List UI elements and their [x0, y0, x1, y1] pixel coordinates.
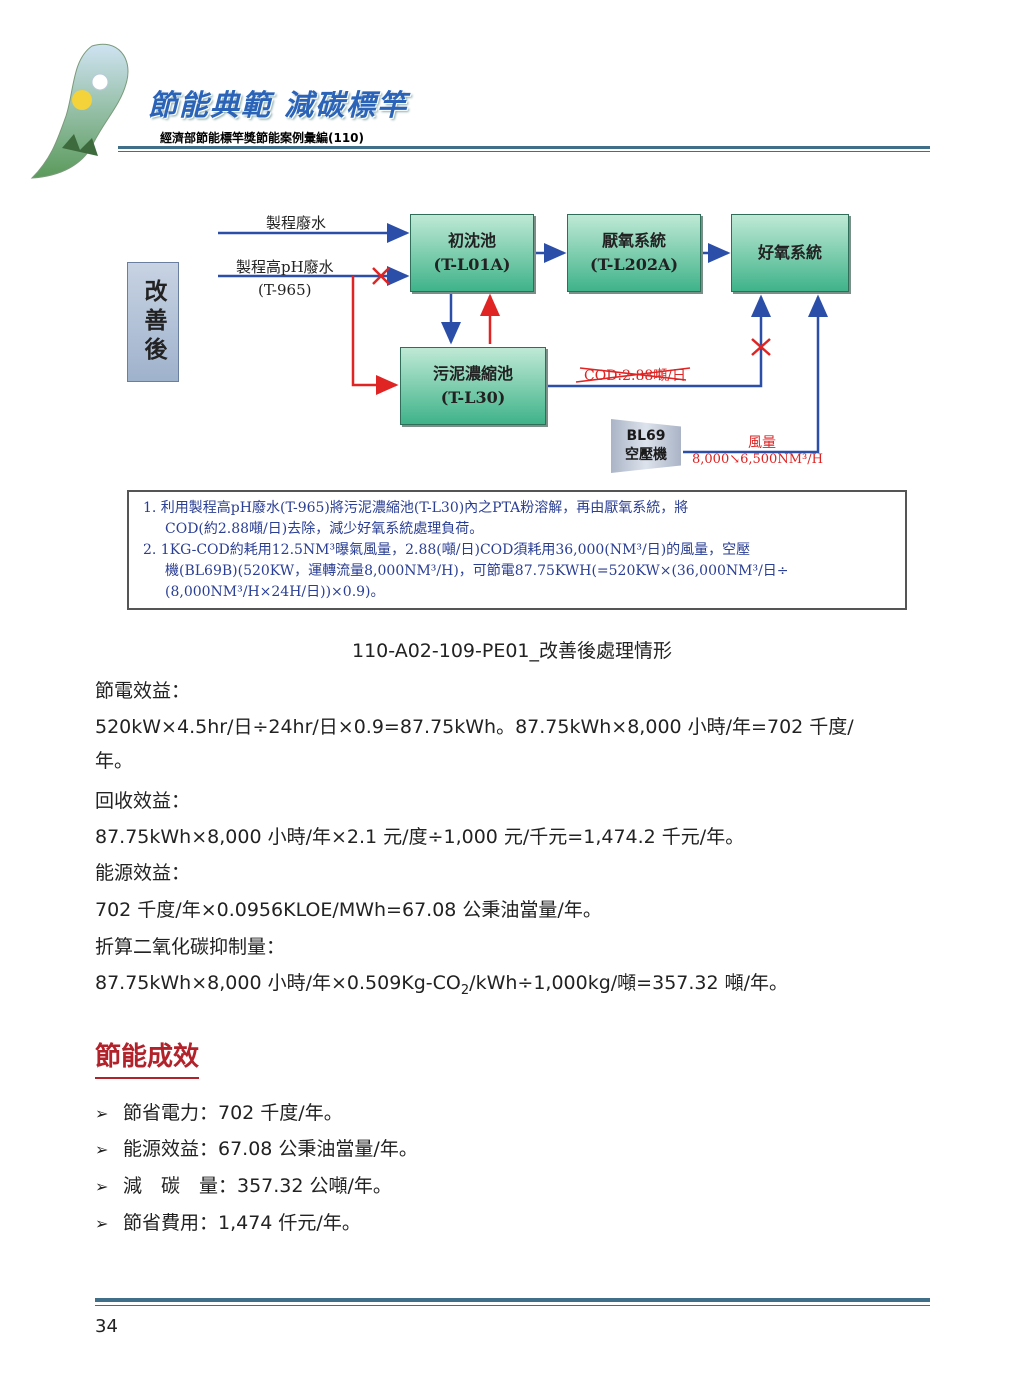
header-title: 節能典範 減碳標竿 [148, 88, 409, 122]
results-section-title: 節能成效 [95, 1036, 200, 1079]
header-rule-thin [118, 151, 930, 152]
note-line: 機(BL69B)(520KW，運轉流量8,000NM³/H)，可節電87.75K… [165, 563, 789, 579]
box-primary-tank: 初沈池 (T-L01A) [410, 214, 534, 292]
co2-line-part-b: /kWh÷1,000kg/噸=357.32 噸/年。 [469, 972, 789, 994]
label-air-flow-title: 風量 [748, 435, 776, 451]
compressor-name: 空壓機 [625, 447, 667, 463]
arrow-high-ph-to-sludge [351, 276, 399, 395]
co2-reduction-line: 87.75kWh×8,000 小時/年×0.509Kg-CO2/kWh÷1,00… [95, 968, 940, 998]
box-anaerobic-code: (T-L202A) [589, 255, 679, 274]
energy-benefit-line: 702 千度/年×0.0956KLOE/MWh=67.08 公秉油當量/年。 [95, 899, 602, 921]
after-improvement-label: 改善後 [127, 262, 179, 382]
label-air-flow-value: 8,000↘6,500NM³/H [692, 452, 823, 467]
result-item-text: 減 碳 量：357.32 公噸/年。 [123, 1175, 392, 1197]
result-item: ➢ 能源效益：67.08 公秉油當量/年。 [95, 1134, 418, 1161]
result-item-text: 節省費用：1,474 仟元/年。 [123, 1212, 361, 1234]
label-high-ph-wastewater: 製程高pH廢水 [236, 258, 334, 276]
bullet-arrow-icon: ➢ [95, 1214, 109, 1233]
result-item: ➢ 節省電力：702 千度/年。 [95, 1098, 343, 1125]
co2-reduction-title: 折算二氧化碳抑制量： [95, 936, 286, 958]
page-header: 節能典範 減碳標竿 經濟部節能標竿獎節能案例彙編(110) [0, 0, 1024, 190]
arrow-sludge-to-aerobic [546, 294, 771, 388]
bullet-arrow-icon: ➢ [95, 1177, 109, 1196]
box-aerobic-name: 好氧系統 [757, 243, 822, 262]
compressor-model: BL69 [626, 428, 666, 444]
box-primary-tank-code: (T-L01A) [433, 255, 511, 274]
block-mark-icon [751, 338, 771, 356]
cod-strike-2 [579, 367, 687, 381]
result-item-text: 節省電力：702 千度/年。 [123, 1102, 343, 1124]
box-aerobic: 好氧系統 [731, 214, 849, 292]
flow-arrows [218, 223, 828, 454]
note-line: (8,000NM³/H×24H/日))×0.9)。 [165, 584, 385, 600]
box-sludge-tank: 污泥濃縮池 (T-L30) [400, 347, 546, 425]
diagram-notes: 1. 利用製程高pH廢水(T-965)將污泥濃縮池(T-L30)內之PTA粉溶解… [127, 490, 907, 610]
box-anaerobic-name: 厭氧系統 [601, 231, 666, 250]
figure-caption: 110-A02-109-PE01_改善後處理情形 [352, 640, 672, 662]
footer-rule [95, 1298, 930, 1302]
recovery-benefit-line: 87.75kWh×8,000 小時/年×2.1 元/度÷1,000 元/千元=1… [95, 826, 745, 848]
result-item-text: 能源效益：67.08 公秉油當量/年。 [123, 1138, 418, 1160]
page-number: 34 [95, 1316, 118, 1337]
recovery-benefit-title: 回收效益： [95, 790, 191, 812]
label-cod: COD:2.88噸/日 [584, 368, 687, 384]
note-line: 1. 利用製程高pH廢水(T-965)將污泥濃縮池(T-L30)內之PTA粉溶解… [143, 500, 689, 516]
box-primary-tank-name: 初沈池 [447, 231, 496, 250]
box-anaerobic: 厭氧系統 (T-L202A) [567, 214, 701, 292]
bullet-arrow-icon: ➢ [95, 1140, 109, 1159]
result-item: ➢ 節省費用：1,474 仟元/年。 [95, 1208, 361, 1235]
block-mark-icon [372, 267, 390, 285]
header-rule [118, 146, 930, 149]
air-compressor: BL69 空壓機 [611, 419, 681, 473]
co2-line-part-a: 87.75kWh×8,000 小時/年×0.509Kg-CO [95, 972, 461, 994]
label-process-wastewater: 製程廢水 [266, 214, 327, 232]
taiwan-logo-icon [30, 43, 129, 179]
result-item: ➢ 減 碳 量：357.32 公噸/年。 [95, 1171, 392, 1198]
elec-benefit-title: 節電效益： [95, 680, 191, 702]
note-line: 2. 1KG-COD約耗用12.5NM³曝氣風量，2.88(噸/日)COD須耗用… [143, 542, 751, 558]
elec-benefit-line-cont: 年。 [95, 750, 134, 772]
energy-benefit-title: 能源效益： [95, 862, 191, 884]
footer-rule-thin [95, 1305, 930, 1306]
arrow-air-to-aerobic [683, 294, 828, 454]
co2-subscript: 2 [460, 982, 470, 998]
label-high-ph-tag: (T-965) [258, 281, 312, 299]
cod-strike [575, 367, 691, 383]
box-sludge-tank-name: 污泥濃縮池 [432, 364, 513, 383]
header-subtitle: 經濟部節能標竿獎節能案例彙編(110) [160, 131, 365, 145]
bullet-arrow-icon: ➢ [95, 1104, 109, 1123]
box-sludge-tank-code: (T-L30) [440, 388, 506, 407]
note-line: COD(約2.88噸/日)去除，減少好氧系統處理負荷。 [165, 521, 484, 537]
elec-benefit-line: 520kW×4.5hr/日÷24hr/日×0.9=87.75kWh。87.75k… [95, 716, 854, 738]
